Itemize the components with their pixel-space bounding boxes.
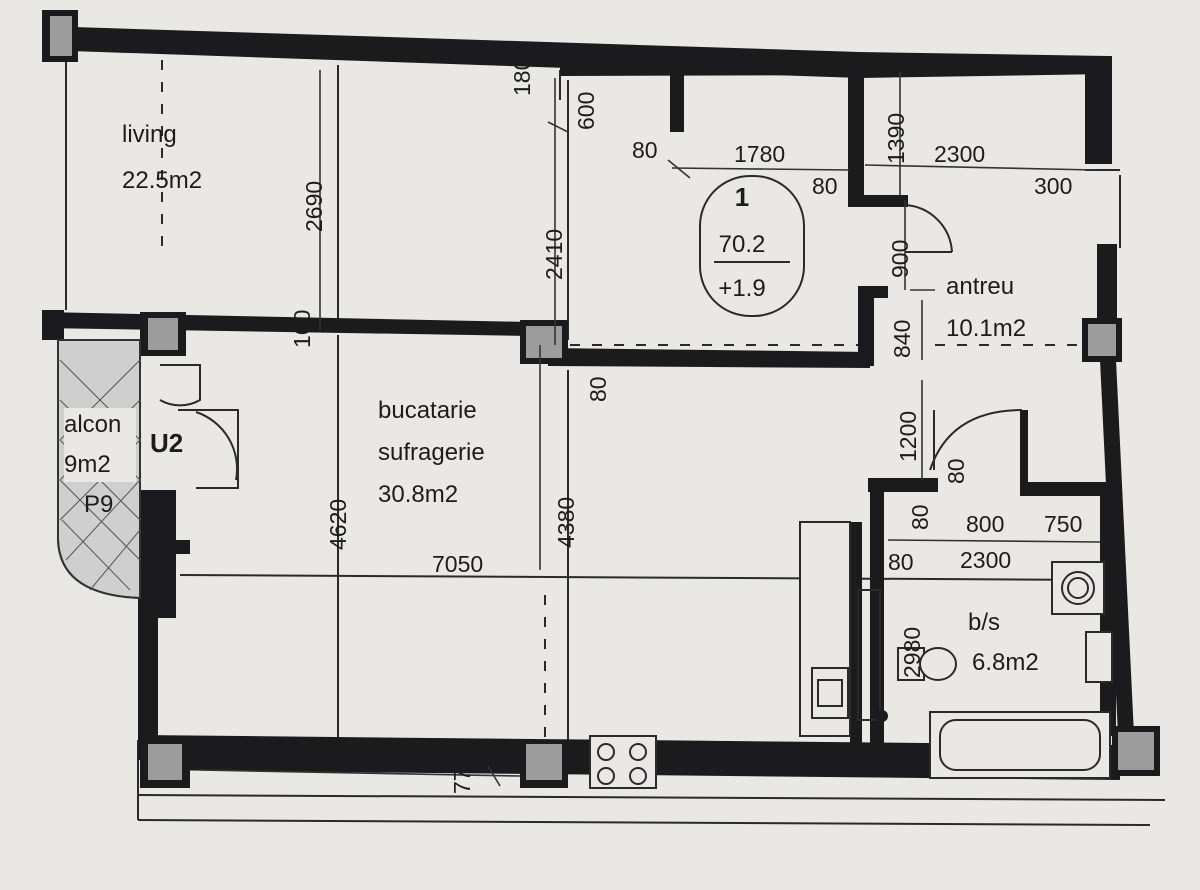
apartment-extra: +1.9 — [718, 275, 765, 302]
dim-80-b: 80 — [812, 173, 838, 199]
dim-80-f: 80 — [888, 549, 914, 575]
bathtub — [929, 711, 1111, 779]
hall-area: 10.1m2 — [946, 315, 1026, 342]
dim-840: 840 — [889, 320, 915, 358]
balcony-code: U2 — [150, 428, 183, 458]
dim-300: 300 — [1034, 173, 1072, 199]
dim-4380: 4380 — [553, 497, 579, 548]
balcony-area-value: 9m2 — [64, 451, 111, 478]
kitchen-name-1: bucatarie — [378, 397, 477, 424]
fixtures — [589, 561, 1113, 789]
dim-800: 800 — [966, 511, 1004, 537]
kitchen-area: 30.8m2 — [378, 481, 458, 508]
dim-750: 750 — [1044, 511, 1082, 537]
washing-machine — [1051, 561, 1105, 615]
dim-80-e: 80 — [907, 504, 933, 530]
dim-77: 77 — [449, 768, 475, 794]
kitchen-name-2: sufragerie — [378, 439, 485, 466]
dim-2300-a: 2300 — [934, 141, 985, 167]
bath-area: 6.8m2 — [972, 649, 1039, 676]
dim-80-d: 80 — [943, 458, 969, 484]
living-name: living — [122, 121, 177, 148]
dim-160: 160 — [289, 310, 315, 348]
pillar-code: P9 — [84, 491, 113, 518]
hall-name: antreu — [946, 273, 1014, 300]
apartment-number: 1 — [735, 182, 749, 212]
dim-80-c: 80 — [585, 376, 611, 402]
dim-600: 600 — [573, 92, 599, 130]
dim-7050: 7050 — [432, 551, 483, 577]
bath-sink — [1085, 631, 1113, 683]
balcony-name: alcon — [64, 411, 121, 438]
dim-1200: 1200 — [895, 411, 921, 462]
dim-180: 180 — [509, 58, 535, 96]
dim-2410: 2410 — [541, 229, 567, 280]
toilet — [897, 647, 925, 681]
dim-2300-b: 2300 — [960, 547, 1011, 573]
bath-name: b/s — [968, 609, 1000, 636]
apartment-area: 70.2 — [719, 231, 766, 258]
balcony-area — [57, 339, 141, 600]
dim-900: 900 — [887, 240, 913, 278]
dimension-lines — [199, 70, 1101, 787]
dim-1390: 1390 — [883, 113, 909, 164]
dim-80-a: 80 — [632, 137, 658, 163]
dim-1780: 1780 — [734, 141, 785, 167]
dim-4620: 4620 — [325, 499, 351, 550]
living-area: 22.5m2 — [122, 167, 202, 194]
dim-2980: 2980 — [899, 627, 925, 678]
dim-2690: 2690 — [301, 181, 327, 232]
apartment-badge: 1 70.2 +1.9 — [699, 175, 805, 317]
